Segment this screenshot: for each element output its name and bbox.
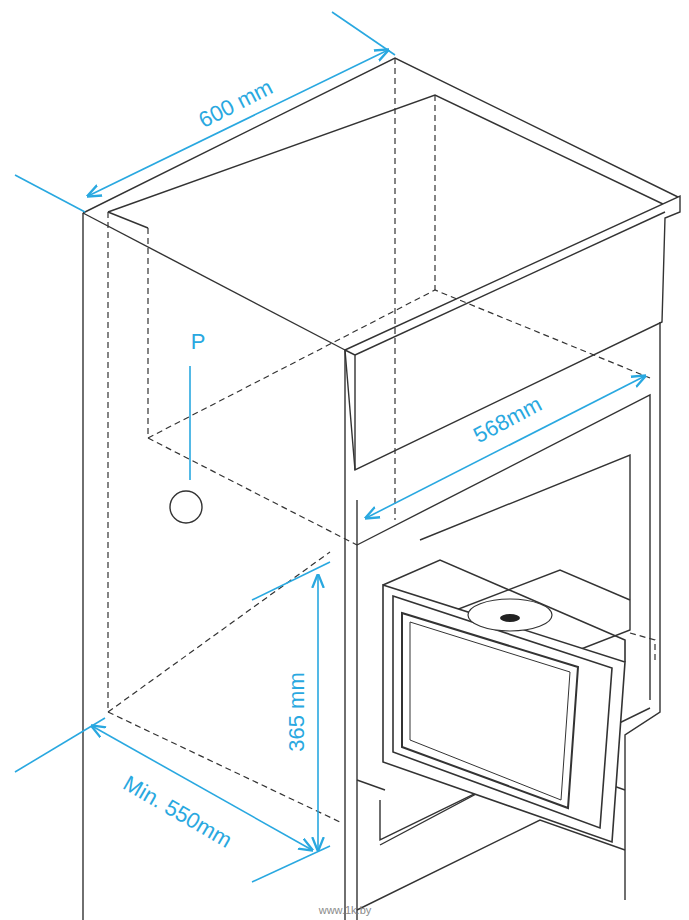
- connection-label: P: [191, 331, 206, 353]
- watermark: www.1k.by: [319, 905, 372, 916]
- dimension-label: 365 mm: [286, 672, 308, 751]
- dimension-label: Min. 550mm: [120, 772, 236, 852]
